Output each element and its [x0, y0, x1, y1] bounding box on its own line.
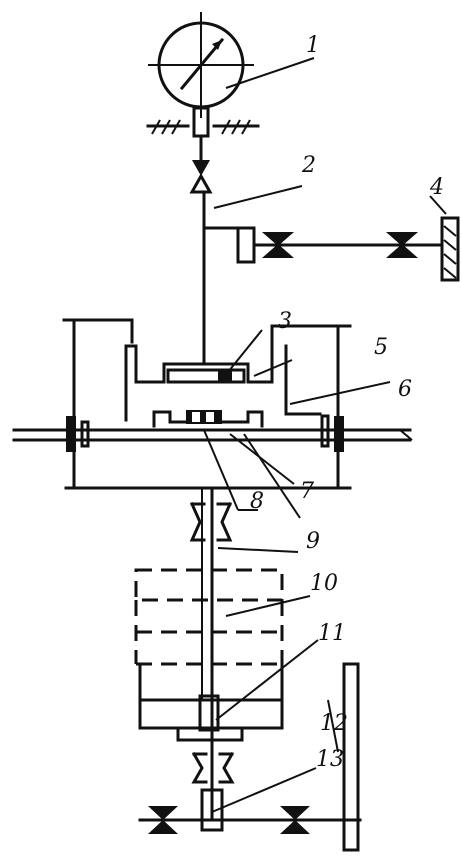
bearing-9	[189, 502, 233, 542]
dial-plunger	[189, 134, 213, 194]
leader-lines	[203, 57, 447, 813]
vertical-post	[342, 662, 360, 852]
label-7: 7	[300, 479, 314, 504]
label-13: 13	[316, 747, 344, 772]
bearing-lower	[191, 751, 235, 784]
bearing-upper-left	[262, 232, 294, 258]
lever-arm	[202, 226, 444, 264]
label-4: 4	[429, 175, 444, 200]
bottom-member	[138, 788, 362, 834]
lower-cup	[152, 410, 264, 428]
label-1: 1	[306, 33, 320, 58]
housing	[62, 318, 352, 490]
label-2: 2	[301, 153, 316, 178]
label-9: 9	[306, 529, 320, 554]
label-3: 3	[278, 309, 292, 334]
label-5: 5	[374, 335, 388, 360]
label-11: 11	[318, 621, 346, 646]
dial-indicator	[148, 12, 254, 138]
handwheel	[440, 216, 460, 282]
label-10: 10	[310, 571, 338, 596]
collar	[176, 694, 244, 742]
label-12: 12	[320, 711, 348, 736]
shaft-coupling-left	[66, 416, 90, 452]
label-6: 6	[398, 377, 412, 402]
dial-mount	[146, 119, 260, 135]
upper-piston	[166, 368, 246, 384]
label-8: 8	[250, 489, 264, 514]
labels: 1 2 3 4 5 6 7 8 9 10 11 12 13	[250, 33, 444, 772]
bearing-upper-right	[386, 232, 418, 258]
shaft-coupling-right	[320, 414, 344, 452]
weight-stack	[134, 568, 284, 730]
